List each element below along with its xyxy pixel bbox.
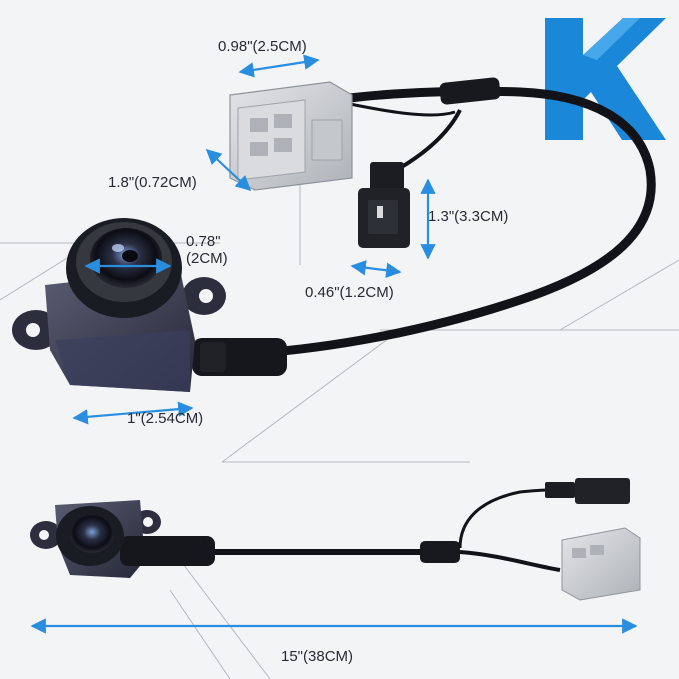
- camera-width-label: 1"(2.54CM): [127, 410, 204, 427]
- small-connector: [358, 162, 410, 248]
- lens-diameter-label: 0.78" (2CM): [186, 233, 228, 267]
- plug-width-label: 0.98"(2.5CM): [218, 38, 307, 55]
- bottom-cable-assembly: [30, 478, 641, 601]
- cable-length-label: 15"(38CM): [281, 648, 354, 665]
- plug-depth-label: 1.8"(0.72CM): [108, 174, 197, 191]
- k-logo: [545, 18, 666, 140]
- small-plug-width-label: 0.46"(1.2CM): [305, 284, 394, 301]
- dimension-arrows: [30, 54, 638, 634]
- main-connector: [229, 81, 353, 191]
- small-plug-height-label: 1.3"(3.3CM): [428, 208, 509, 225]
